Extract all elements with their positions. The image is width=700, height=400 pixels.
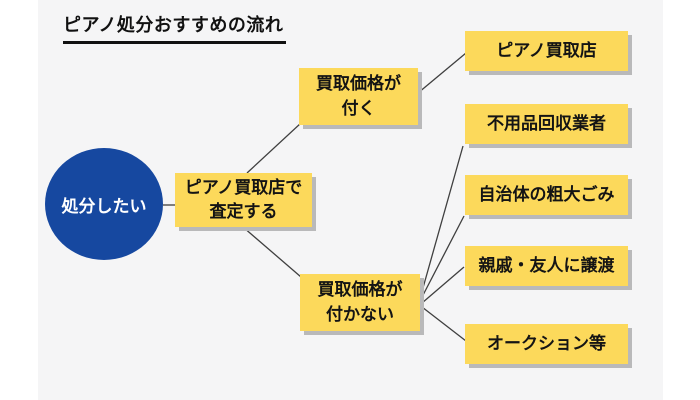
node-outcome-auction: オークション等	[465, 324, 628, 364]
node-price-attached: 買取価格が 付く	[299, 68, 418, 125]
node-assess-line1: ピアノ買取店で	[184, 178, 303, 198]
node-outcome-label: 自治体の粗大ごみ	[478, 184, 615, 204]
node-outcome-give-to-relatives-friends: 親戚・友人に譲渡	[465, 246, 628, 286]
node-outcome-label: ピアノ買取店	[496, 40, 597, 60]
node-price-not-attached-line2: 付かない	[326, 304, 394, 324]
diagram-title: ピアノ処分おすすめの流れ	[63, 11, 287, 44]
node-price-not-attached: 買取価格が 付かない	[300, 274, 420, 331]
node-outcome-label: 不用品回収業者	[487, 113, 606, 133]
node-outcome-junk-collector: 不用品回収業者	[465, 104, 628, 144]
node-assess: ピアノ買取店で 査定する	[175, 173, 312, 227]
node-outcome-label: 親戚・友人に譲渡	[478, 255, 615, 275]
node-price-attached-line2: 付く	[341, 98, 376, 118]
node-price-not-attached-line1: 買取価格が	[317, 279, 403, 299]
node-outcome-label: オークション等	[487, 333, 606, 353]
node-assess-line2: 査定する	[209, 202, 278, 221]
start-node: 処分したい	[45, 148, 163, 260]
node-outcome-piano-buyer: ピアノ買取店	[465, 31, 628, 71]
node-price-attached-line1: 買取価格が	[316, 73, 401, 93]
start-node-label: 処分したい	[61, 196, 147, 216]
node-outcome-municipal-bulky-waste: 自治体の粗大ごみ	[465, 175, 628, 215]
